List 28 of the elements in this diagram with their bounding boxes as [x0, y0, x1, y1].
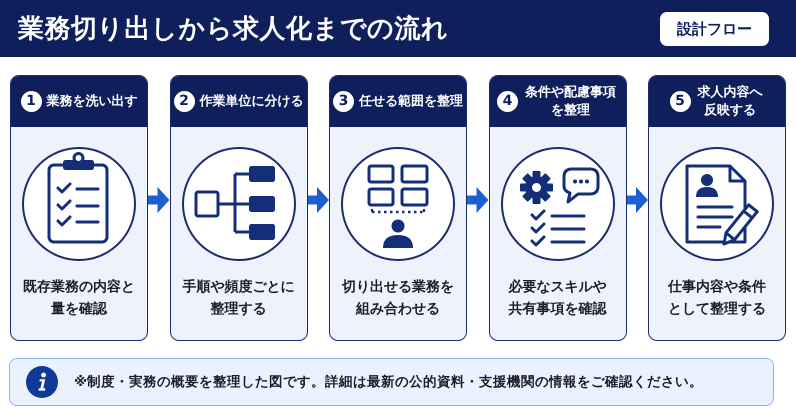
step-description: 必要なスキルや共有事項を確認 [507, 278, 608, 319]
step-heading: 求人内容へ反映する [696, 84, 764, 120]
title: 業務切り出しから求人化までの流れ [18, 13, 448, 46]
step-card [648, 75, 786, 341]
step-heading: 作業単位に分ける [200, 92, 304, 110]
arrow [148, 187, 170, 213]
note-text: ※制度・実務の概要を整理した図です。詳細は最新の公的資料・支援機関の情報をご確認ください。 [74, 373, 704, 392]
step-description: 仕事内容や条件として整理する [666, 278, 767, 319]
step-number: 2 [174, 91, 194, 112]
step-card [488, 75, 626, 341]
step-description: 切り出せる業務を組み合わせる [340, 278, 455, 319]
step-number: 3 [333, 91, 354, 112]
step-card [10, 75, 148, 341]
step-card [170, 75, 308, 341]
step-card [329, 75, 467, 341]
step-heading: 任せる範囲を整理 [359, 92, 463, 110]
note-panel [9, 358, 774, 406]
arrow [626, 187, 648, 213]
step-description: 既存業務の内容と量を確認 [22, 278, 136, 319]
step-heading: 条件や配慮事項を整理 [524, 84, 617, 120]
step-description: 手順や頻度ごとに整理する [182, 278, 296, 319]
step-heading: 業務を洗い出す [46, 92, 138, 110]
step-number: 1 [20, 91, 42, 112]
arrow [467, 187, 488, 213]
arrow [308, 187, 329, 213]
step-number: 4 [497, 91, 518, 112]
label-tag: 設計フロー [660, 12, 769, 46]
step-number: 5 [670, 91, 691, 112]
